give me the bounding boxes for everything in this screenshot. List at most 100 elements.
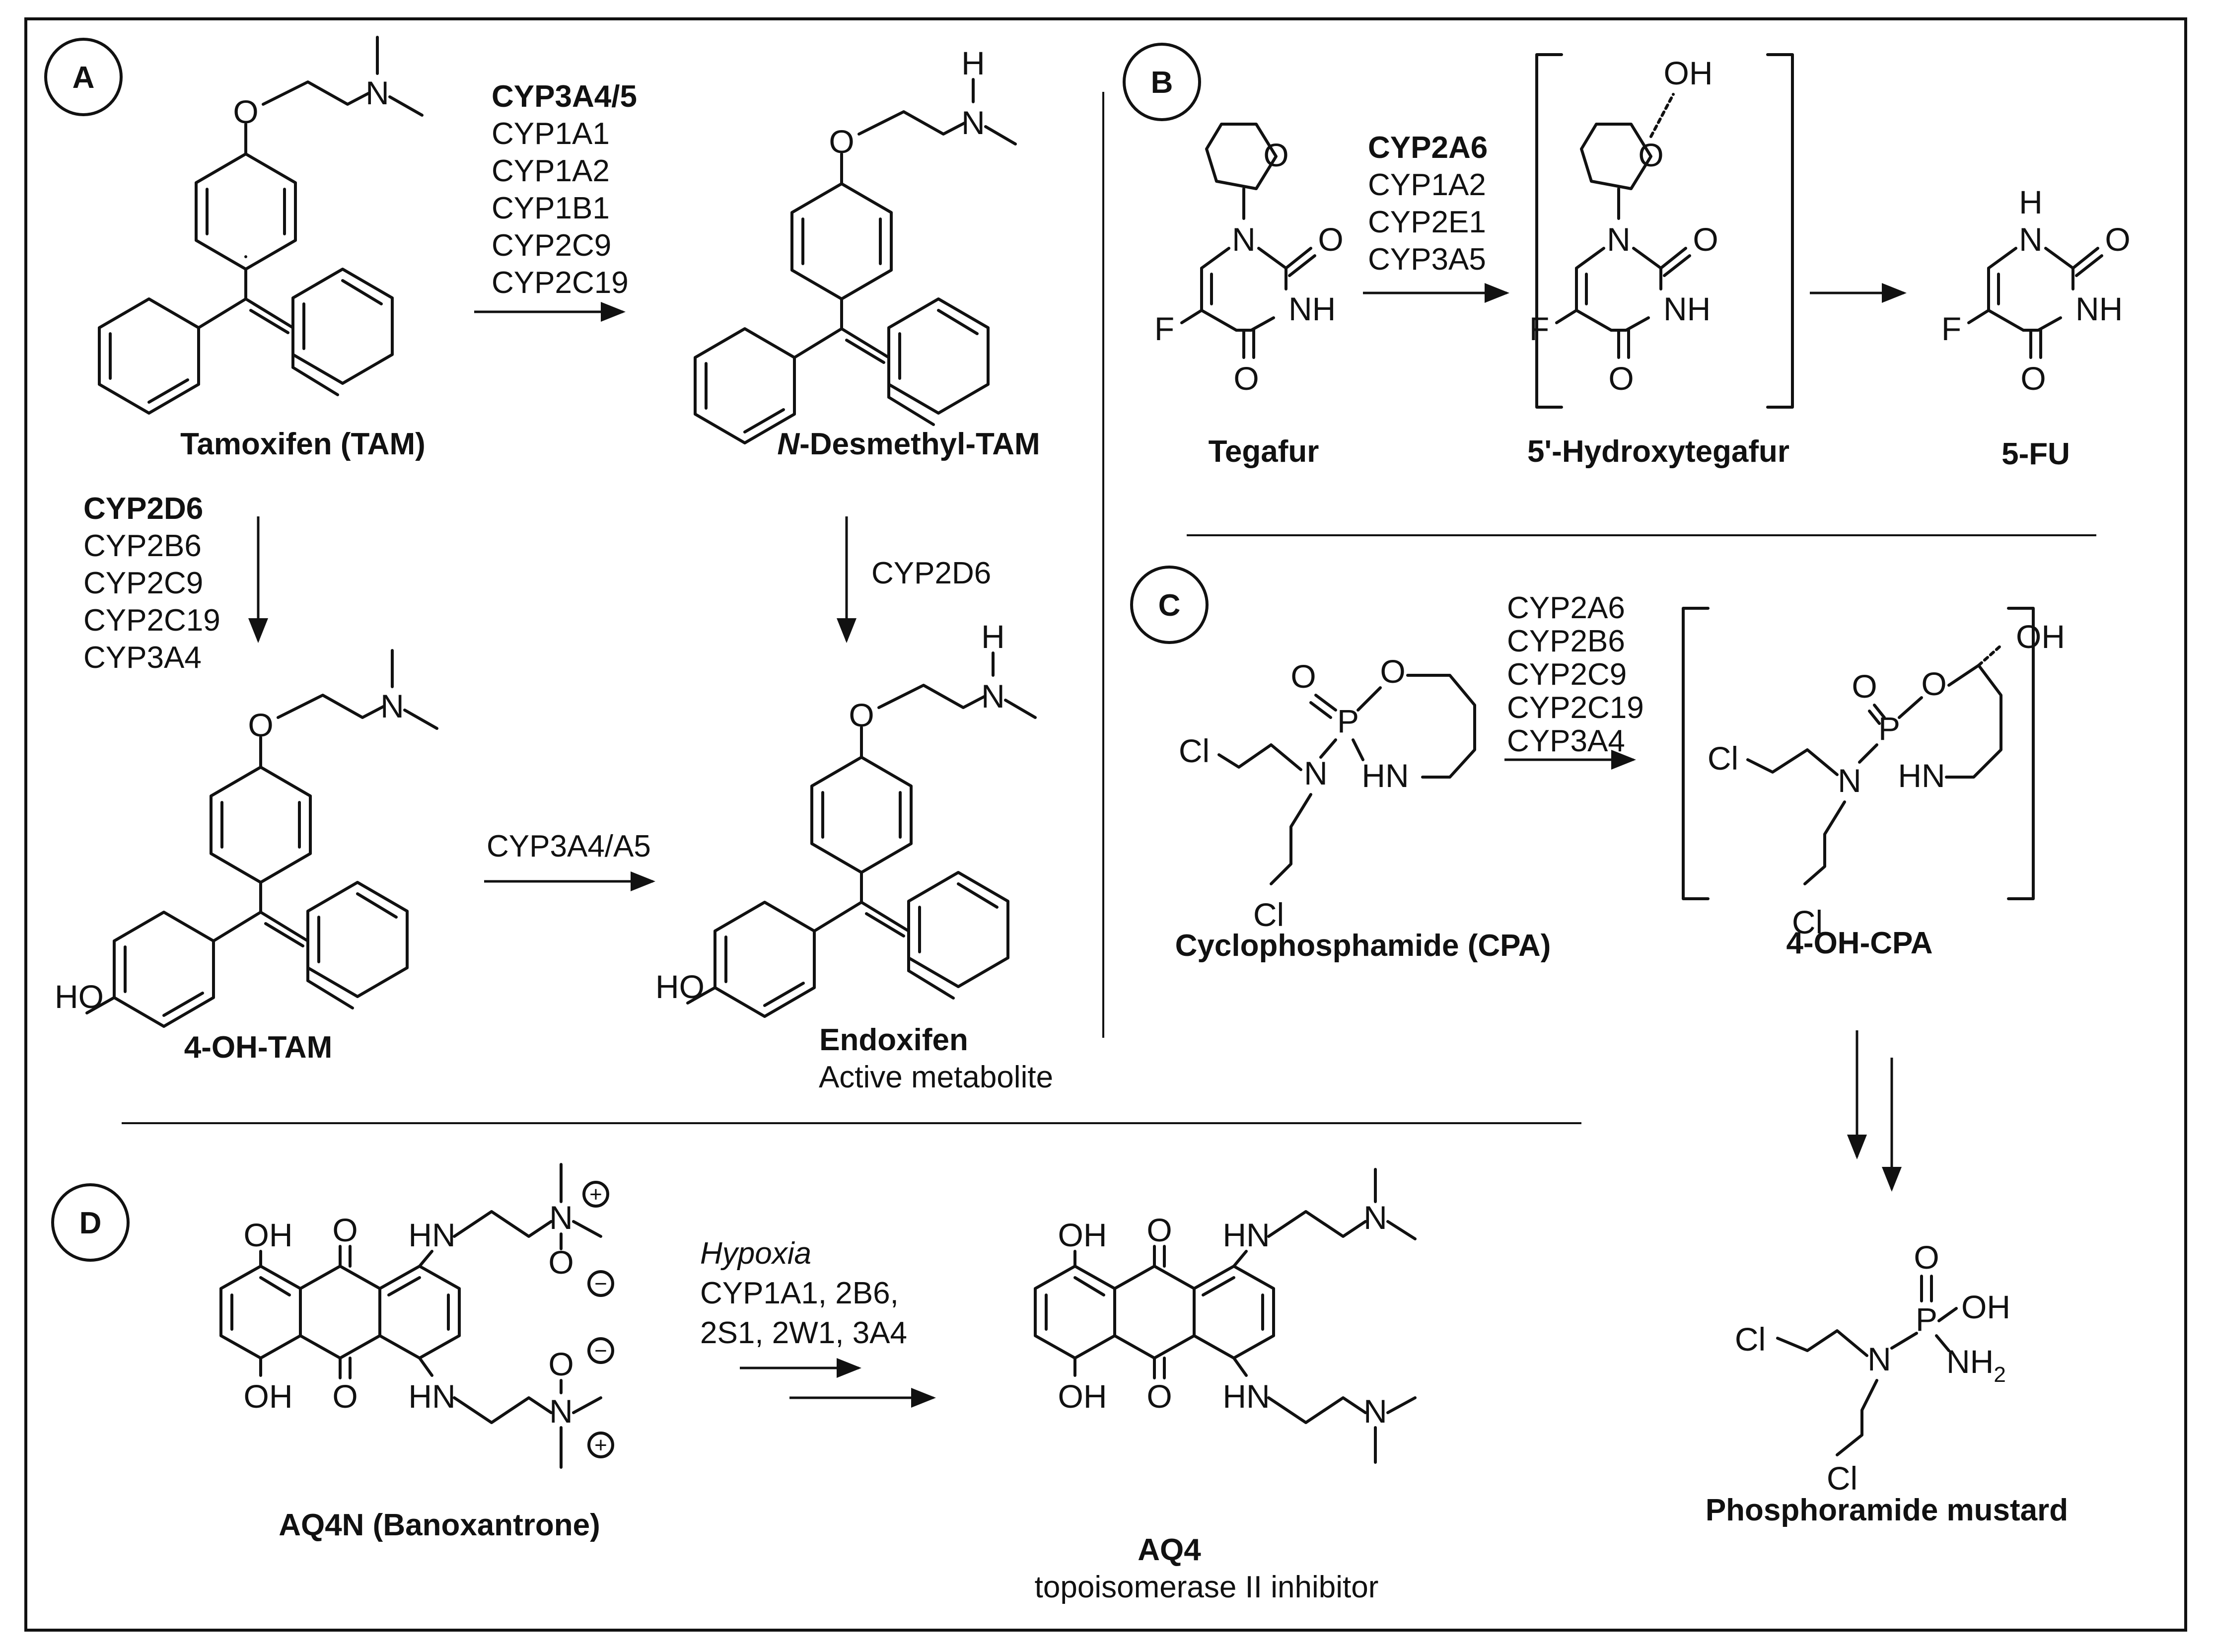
svg-text:OH: OH — [244, 1217, 293, 1253]
cyclophosphamide-structure: O P O HN N Cl Cl — [1179, 653, 1476, 933]
svg-text:O: O — [1290, 658, 1316, 695]
enzyme-ndm-to-endoxifen: CYP2D6 — [871, 556, 991, 590]
svg-text:CYP2C19: CYP2C19 — [83, 603, 220, 638]
5-fu-structure: H N O NH O F — [1941, 184, 2131, 397]
svg-text:N: N — [549, 1199, 573, 1236]
svg-text:Cl: Cl — [1735, 1321, 1766, 1358]
svg-text:H: H — [981, 618, 1005, 655]
svg-text:CYP2C19: CYP2C19 — [492, 266, 629, 300]
svg-text:CYP1A2: CYP1A2 — [1368, 168, 1486, 202]
svg-text:HN: HN — [408, 1217, 455, 1253]
svg-text:Cl: Cl — [1708, 740, 1738, 777]
svg-text:OH: OH — [1058, 1217, 1107, 1253]
outer-frame — [24, 17, 2187, 1632]
svg-text:A: A — [72, 61, 95, 95]
svg-text:CYP3A4: CYP3A4 — [83, 641, 202, 675]
svg-text:CYP2E1: CYP2E1 — [1368, 205, 1486, 239]
n-desmethyl-tam-structure: O N H — [694, 45, 1017, 444]
svg-text:HN: HN — [408, 1378, 455, 1415]
cyclophosphamide-label: Cyclophosphamide (CPA) — [1175, 929, 1551, 963]
svg-text:N: N — [1867, 1341, 1891, 1377]
svg-text:N: N — [981, 678, 1005, 715]
svg-text:N: N — [365, 74, 389, 111]
svg-text:CYP2C19: CYP2C19 — [1507, 691, 1644, 725]
svg-text:CYP2A6: CYP2A6 — [1368, 131, 1488, 165]
svg-text:O: O — [2105, 221, 2130, 258]
endoxifen-structure: O N H HO — [655, 618, 1037, 1018]
svg-text:N: N — [1304, 755, 1328, 791]
enzyme-list-cpa: CYP2A6 CYP2B6 CYP2C9 CYP2C19 CYP3A4 — [1507, 591, 1644, 758]
svg-text:Hypoxia: Hypoxia — [700, 1236, 811, 1271]
svg-text:O: O — [1852, 668, 1877, 705]
svg-text:C: C — [1158, 588, 1181, 623]
svg-text:NH: NH — [1663, 290, 1711, 327]
enzyme-list-tam-to-ohtam: CYP2D6 CYP2B6 CYP2C9 CYP2C19 CYP3A4 — [83, 492, 220, 675]
svg-text:O: O — [1146, 1378, 1172, 1415]
aq4-note: topoisomerase II inhibitor — [1035, 1570, 1379, 1604]
panel-badge-b: B — [1123, 43, 1201, 121]
svg-text:CYP2B6: CYP2B6 — [1507, 624, 1625, 658]
svg-text:NH2: NH2 — [1946, 1343, 2006, 1387]
svg-text:HN: HN — [1222, 1378, 1270, 1415]
svg-text:P: P — [1878, 710, 1900, 747]
svg-text:O: O — [248, 707, 273, 743]
svg-text:CYP2C9: CYP2C9 — [83, 566, 203, 600]
svg-text:N: N — [1363, 1199, 1387, 1236]
svg-text:CYP2C9: CYP2C9 — [492, 228, 611, 263]
svg-text:NH: NH — [1288, 290, 1336, 327]
enzyme-ohtam-to-endoxifen: CYP3A4/A5 — [487, 829, 651, 863]
svg-text:N: N — [1838, 762, 1861, 799]
enzyme-list-tegafur: CYP2A6 CYP1A2 CYP2E1 CYP3A5 — [1368, 131, 1488, 277]
svg-text:O: O — [548, 1346, 573, 1382]
bracket-right-ohcpa — [2007, 607, 2035, 900]
svg-text:HO: HO — [55, 978, 104, 1015]
svg-text:H: H — [961, 45, 985, 81]
svg-text:O: O — [1146, 1212, 1172, 1248]
enzyme-list-tam-to-ndm: CYP3A4/5 CYP1A1 CYP1A2 CYP1B1 CYP2C9 CYP… — [492, 79, 637, 300]
svg-text:OH: OH — [1058, 1378, 1107, 1415]
svg-text:N: N — [380, 688, 404, 724]
panel-badge-d: D — [51, 1183, 130, 1262]
svg-text:O: O — [1380, 653, 1405, 690]
phosphoramide-mustard-label: Phosphoramide mustard — [1706, 1493, 2068, 1527]
svg-text:N: N — [961, 104, 985, 141]
svg-text:O: O — [1608, 360, 1634, 397]
svg-text:N: N — [1232, 221, 1256, 258]
svg-text:−: − — [594, 1272, 607, 1296]
svg-text:NH: NH — [2075, 290, 2123, 327]
svg-text:O: O — [829, 123, 854, 160]
4-oh-tam-label: 4-OH-TAM — [184, 1030, 332, 1065]
hydroxytegafur-label: 5'-Hydroxytegafur — [1527, 434, 1789, 469]
svg-text:O: O — [1638, 137, 1663, 173]
panel-badge-a: A — [44, 38, 123, 116]
svg-text:OH: OH — [1664, 55, 1713, 91]
4-oh-tam-structure: O N HO — [55, 649, 438, 1028]
svg-text:N: N — [1607, 221, 1631, 258]
svg-text:CYP2C9: CYP2C9 — [1507, 657, 1627, 692]
endoxifen-label: Endoxifen — [819, 1023, 968, 1057]
n-desmethyl-tam-label: N-Desmethyl-TAM — [777, 427, 1040, 461]
svg-text:O: O — [1263, 137, 1288, 173]
aq4-structure: O O OH OH HN N HN N — [1034, 1168, 1417, 1464]
svg-text:Cl: Cl — [1179, 732, 1210, 769]
svg-text:HN: HN — [1222, 1217, 1270, 1253]
svg-text:CYP2B6: CYP2B6 — [83, 529, 202, 563]
svg-text:Cl: Cl — [1827, 1460, 1857, 1497]
aq4n-structure: O O OH OH HN N O + − HN N O − + — [219, 1163, 614, 1469]
svg-text:CYP2A6: CYP2A6 — [1507, 591, 1625, 625]
svg-text:N: N — [2019, 221, 2043, 258]
phosphoramide-mustard-structure: O P OH NH2 N Cl Cl — [1735, 1239, 2010, 1497]
svg-text:−: − — [594, 1339, 607, 1363]
4-oh-cpa-structure: O P O OH HN N Cl Cl — [1708, 618, 2065, 940]
svg-text:OH: OH — [244, 1378, 293, 1415]
svg-text:O: O — [1921, 665, 1946, 702]
svg-text:O: O — [233, 93, 258, 130]
tegafur-label: Tegafur — [1209, 434, 1319, 469]
bracket-left-ohcpa — [1682, 607, 1710, 900]
svg-text:P: P — [1916, 1301, 1937, 1338]
hydroxytegafur-structure: O OH N O NH O F — [1529, 55, 1718, 397]
svg-text:N: N — [1363, 1393, 1387, 1430]
svg-text:OH: OH — [1961, 1289, 2010, 1325]
svg-text:CYP3A4: CYP3A4 — [1507, 724, 1625, 758]
svg-text:HN: HN — [1361, 757, 1409, 794]
